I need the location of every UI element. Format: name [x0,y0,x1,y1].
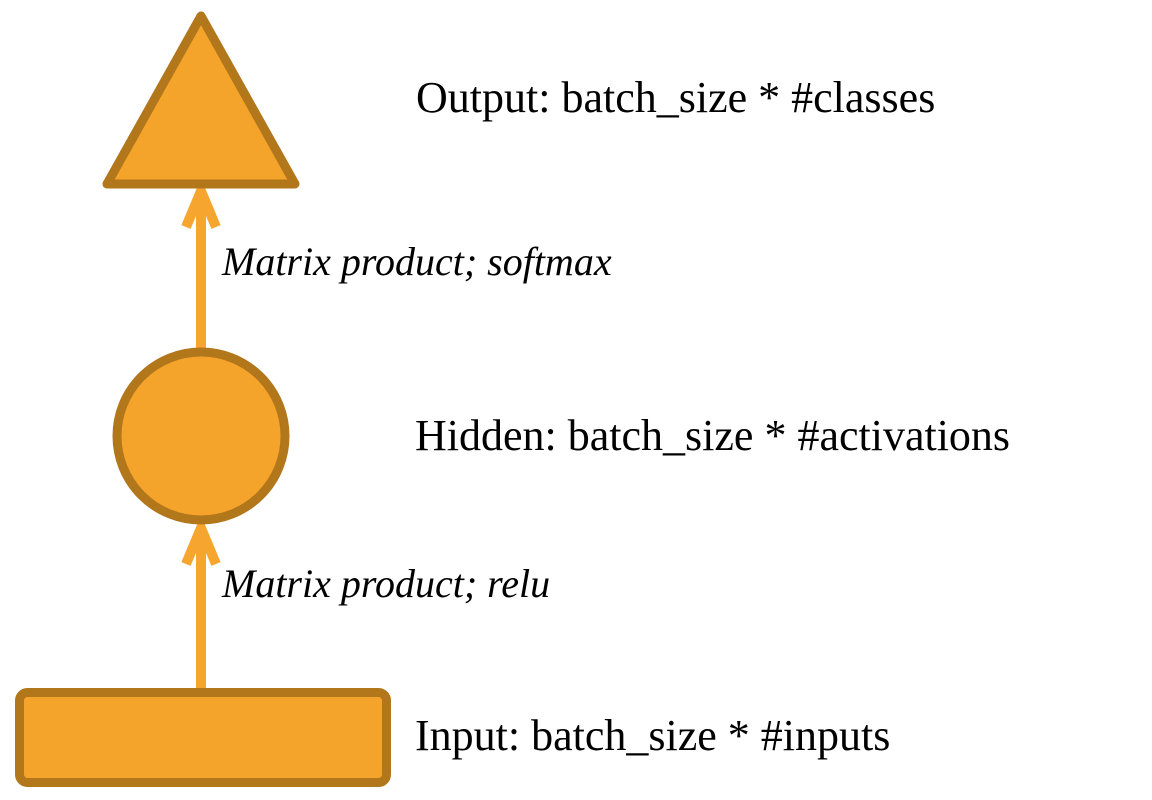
output-node-triangle [102,11,300,189]
output-node-label: Output: batch_size * #classes [416,73,936,122]
edge-label-softmax: Matrix product; softmax [222,239,612,284]
input-node-rectangle [15,688,391,787]
arrow-up-head-icon [181,515,221,566]
hidden-node-circle [112,347,290,525]
input-node-label: Input: batch_size * #inputs [415,711,891,760]
edge-label-relu: Matrix product; relu [222,561,551,606]
arrow-input-to-hidden [181,515,221,688]
arrow-up-head-icon [181,178,221,229]
arrow-hidden-to-output [181,178,221,348]
hidden-node-label: Hidden: batch_size * #activations [415,411,1011,460]
